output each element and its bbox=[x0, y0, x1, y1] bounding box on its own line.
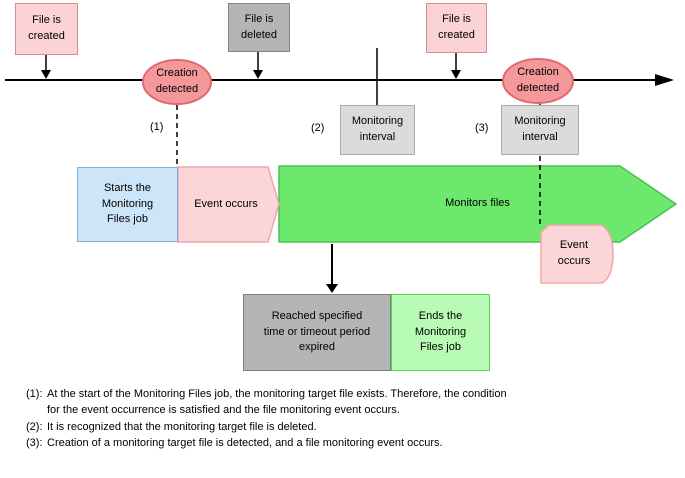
footnotes: (1): At the start of the Monitoring File… bbox=[26, 386, 674, 451]
footnote-1-label: (1): bbox=[26, 388, 43, 400]
ends-monitoring-job-box: Ends the Monitoring Files job bbox=[391, 294, 490, 371]
creation-detected-label-1: Creation detected bbox=[155, 67, 199, 95]
file-deleted-box: File is deleted bbox=[228, 3, 290, 52]
down-arrow-icon-1 bbox=[41, 55, 51, 79]
event-occurs-label-2: Event occurs bbox=[557, 239, 591, 267]
event-occurs-shape-1 bbox=[177, 166, 280, 243]
marker-1: (1) bbox=[150, 121, 164, 133]
creation-detected-label-2: Creation detected bbox=[516, 66, 560, 94]
footnote-3-label: (3): bbox=[26, 436, 43, 449]
down-arrow-icon-2 bbox=[253, 52, 263, 79]
monitors-files-arrow bbox=[278, 165, 678, 243]
creation-detected-ellipse-1 bbox=[142, 59, 212, 105]
footnote-2-label: (2): bbox=[26, 420, 43, 433]
creation-detected-ellipse-2 bbox=[502, 58, 574, 104]
timeout-reached-box: Reached specified time or timeout period… bbox=[243, 294, 391, 371]
down-arrow-icon-3 bbox=[451, 53, 461, 79]
footnote-2-text: It is recognized that the monitoring tar… bbox=[47, 420, 317, 433]
footnote-3: (3): Creation of a monitoring target fil… bbox=[26, 435, 674, 451]
timeline-arrow-right-icon bbox=[655, 74, 674, 86]
file-created-box-1: File is created bbox=[15, 3, 78, 55]
monitoring-interval-box-1: Monitoring interval bbox=[340, 105, 415, 155]
timeout-down-arrow-icon bbox=[326, 244, 338, 293]
file-created-box-2: File is created bbox=[426, 3, 487, 53]
footnote-1: (1): At the start of the Monitoring File… bbox=[26, 386, 674, 419]
event-occurs-label-1: Event occurs bbox=[194, 197, 258, 210]
marker-3: (3) bbox=[475, 122, 489, 134]
marker-2: (2) bbox=[311, 122, 325, 134]
footnote-2: (2): It is recognized that the monitorin… bbox=[26, 419, 674, 435]
footnote-3-text: Creation of a monitoring target file is … bbox=[47, 436, 443, 449]
event-occurs-shape-2 bbox=[540, 224, 614, 284]
monitors-files-label: Monitors files bbox=[445, 197, 510, 210]
monitoring-interval-box-2: Monitoring interval bbox=[501, 105, 579, 155]
footnote-1-text: At the start of the Monitoring Files job… bbox=[47, 388, 507, 417]
starts-monitoring-job-box: Starts the Monitoring Files job bbox=[77, 167, 178, 242]
